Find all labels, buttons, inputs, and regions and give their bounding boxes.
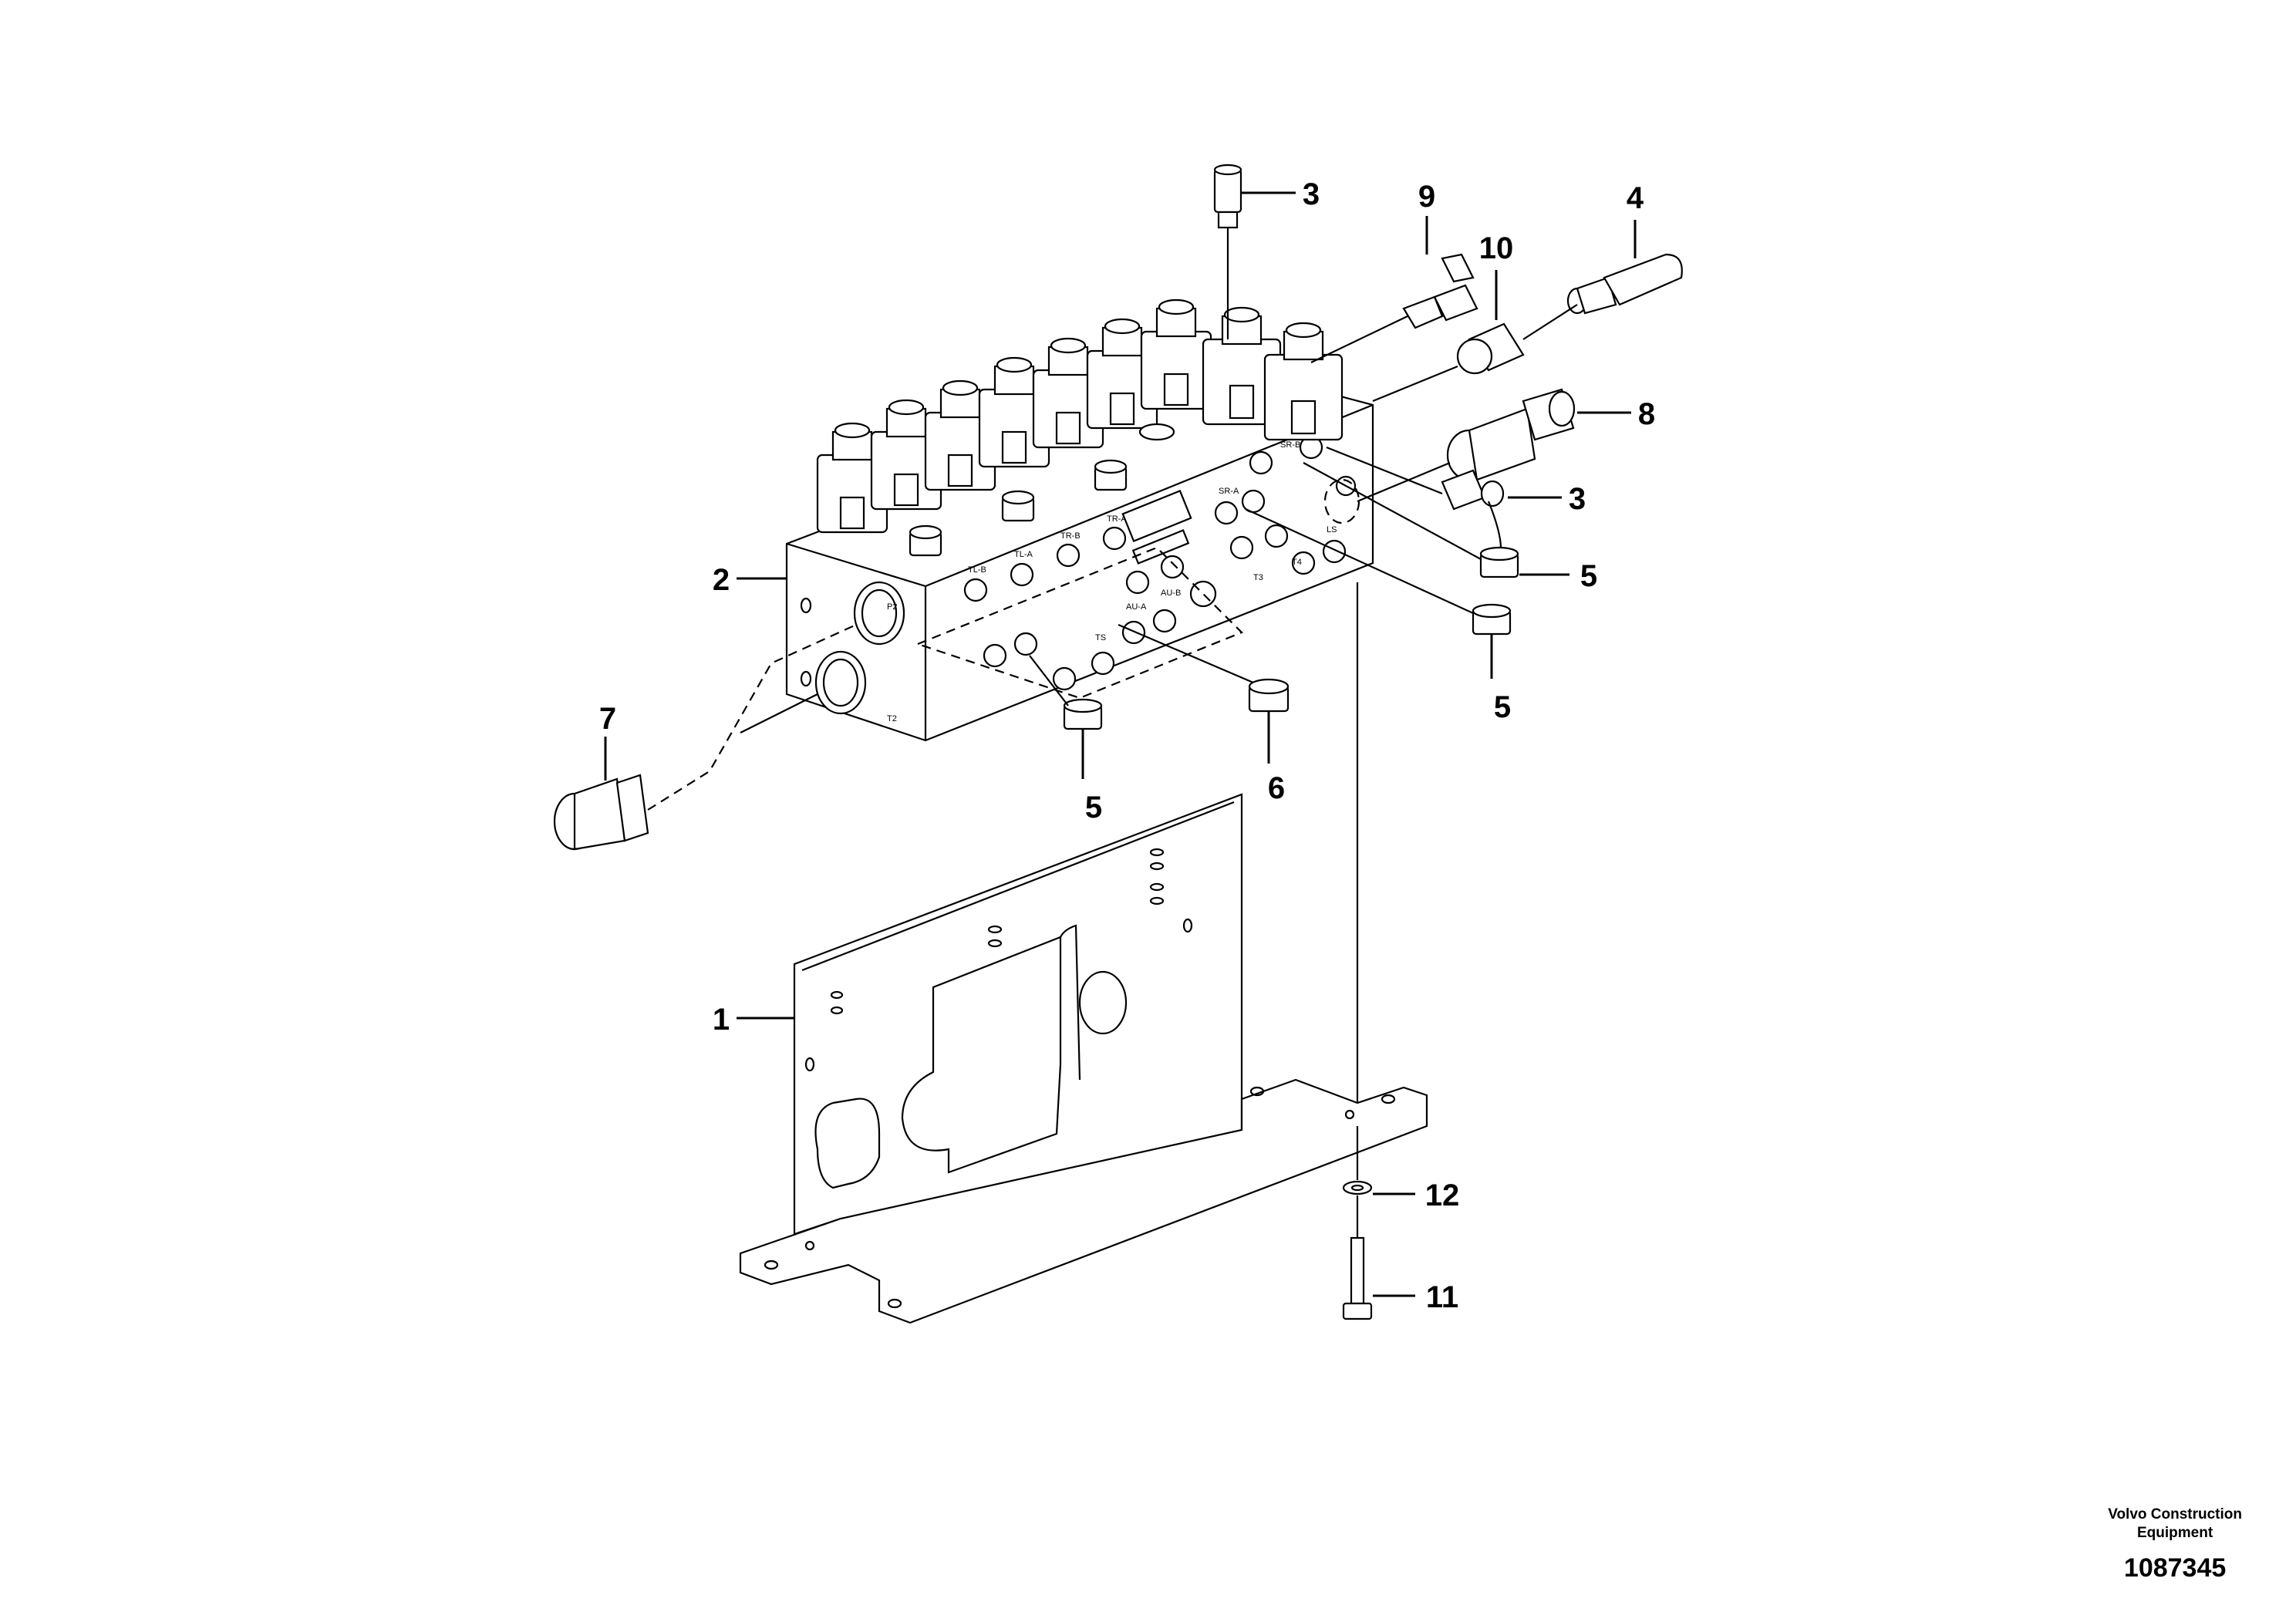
footer-caption: Volvo Construction Equipment 1087345 (2108, 1506, 2242, 1583)
callout-6: 6 (1268, 771, 1285, 805)
plug-5-front (1063, 698, 1103, 730)
callout-4: 4 (1627, 181, 1644, 215)
callout-labels: 1 2 3 3 4 5 5 5 6 7 8 9 10 11 12 (599, 177, 1655, 1314)
port-label-tl-a: TL-A (1014, 550, 1033, 559)
callout-2: 2 (713, 563, 730, 597)
callout-5-upper-right: 5 (1580, 559, 1597, 593)
elbow-fitting-9 (1402, 253, 1478, 329)
port-label-sr-a: SR-A (1219, 487, 1239, 496)
plug-6 (1248, 678, 1290, 713)
swivel-fitting-8 (1446, 388, 1576, 481)
callout-3-coupling: 3 (1569, 482, 1586, 516)
plug-5-right-lower (1472, 603, 1512, 636)
elbow-fitting-4 (1566, 253, 1683, 315)
adapter-fitting-7 (553, 774, 649, 851)
port-label-tl-b: TL-B (968, 565, 986, 575)
callout-11: 11 (1426, 1280, 1458, 1314)
company-name-line2: Equipment (2137, 1525, 2213, 1541)
plug-5-right-upper (1479, 546, 1519, 578)
port-label-ls: LS (1327, 525, 1337, 534)
callout-10: 10 (1479, 231, 1514, 265)
hex-nut-10 (1456, 322, 1525, 375)
port-label-au-b: AU-B (1161, 588, 1181, 598)
port-label-t4: T4 (1292, 558, 1302, 567)
callout-7: 7 (599, 702, 616, 736)
block-side-ports (963, 435, 1357, 691)
mounting-bracket (739, 793, 1428, 1324)
callout-5-lower-right: 5 (1494, 690, 1511, 724)
port-label-ts: TS (1095, 633, 1106, 642)
solenoid-valve-block: P2 T2 TL-B TL-A TR-B TR-A AU-A AU-B SR-A… (785, 298, 1374, 742)
port-label-t3: T3 (1253, 573, 1263, 582)
callout-5-front: 5 (1085, 791, 1102, 824)
port-label-au-a: AU-A (1126, 602, 1147, 612)
callout-1: 1 (713, 1003, 730, 1037)
company-name-line1: Volvo Construction (2108, 1506, 2242, 1523)
pressure-sensor-top (1213, 164, 1242, 229)
washer-12 (1342, 1180, 1373, 1195)
solenoid-coils (816, 298, 1344, 534)
port-label-p2: P2 (887, 602, 897, 612)
dashed-port-group (915, 546, 1243, 700)
port-label-sr-b: SR-B (1280, 440, 1300, 450)
port-label-tr-a: TR-A (1107, 514, 1127, 524)
callout-9: 9 (1418, 180, 1435, 214)
port-label-tr-b: TR-B (1060, 531, 1081, 541)
port-label-t2: T2 (887, 714, 897, 723)
leader-lines (604, 191, 1637, 1297)
bolt-11 (1342, 1236, 1373, 1320)
document-number: 1087345 (2123, 1553, 2227, 1583)
callout-8: 8 (1638, 397, 1655, 431)
callout-12: 12 (1425, 1179, 1460, 1212)
callout-3-sensor: 3 (1303, 177, 1320, 211)
